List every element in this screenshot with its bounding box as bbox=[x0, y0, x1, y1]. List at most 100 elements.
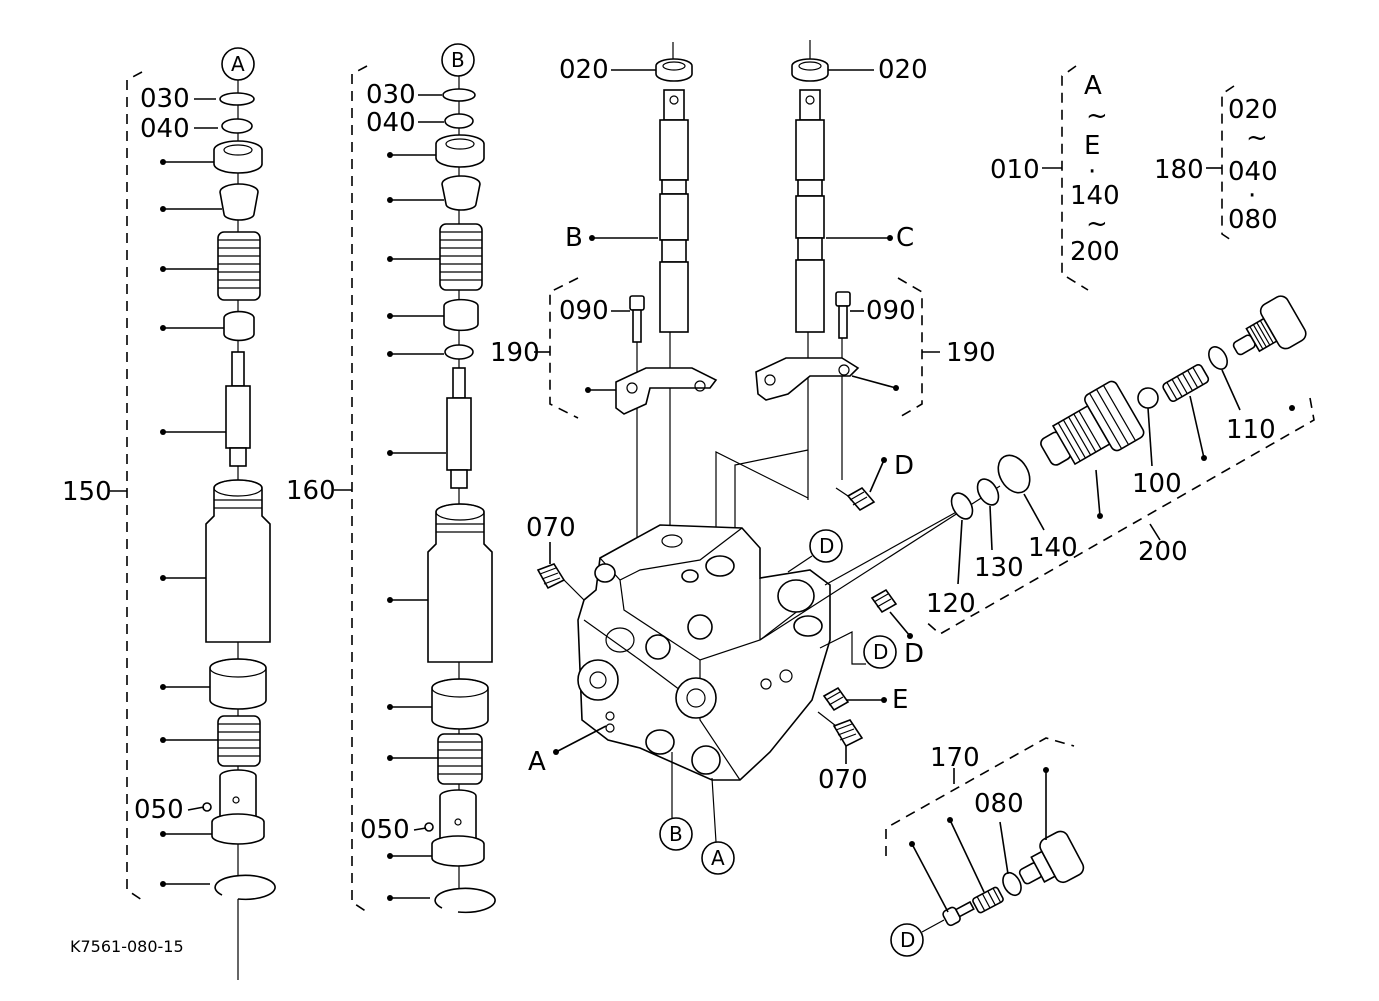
spring-lower-mid bbox=[437, 733, 483, 785]
label-150: 150 bbox=[62, 477, 112, 507]
callout-d-bottom-text: D bbox=[900, 928, 915, 952]
label-040-mid: 040 bbox=[366, 108, 416, 138]
plug-e bbox=[822, 686, 850, 712]
callout-b-bottom bbox=[659, 817, 693, 851]
callout-a-bottom-text: A bbox=[711, 846, 725, 870]
poppet-d bbox=[942, 900, 975, 927]
label-180: 180 bbox=[1154, 155, 1204, 185]
legend-180-line1: 020 bbox=[1228, 95, 1278, 125]
assembly-150: 150 A 030 040 bbox=[62, 47, 276, 980]
ring-040-mid bbox=[444, 113, 474, 129]
valve-body bbox=[577, 524, 831, 781]
legend-010: 010 A ~ E · 140 ~ 200 bbox=[990, 65, 1120, 291]
spring-seat-mid bbox=[441, 175, 481, 211]
drawing-id: K7561-080-15 bbox=[70, 937, 184, 956]
plug-d-upper bbox=[846, 486, 876, 512]
legend-010-line4: 200 bbox=[1070, 237, 1120, 267]
label-090-left: 090 bbox=[559, 296, 609, 326]
assembly-200: 200 120 130 140 100 bbox=[923, 295, 1315, 635]
label-100: 100 bbox=[1132, 469, 1182, 499]
legend-180: 180 020 ~ 040 · 080 bbox=[1154, 85, 1278, 243]
callout-d-right-text: D bbox=[873, 640, 888, 664]
spool-mid bbox=[446, 367, 472, 489]
label-030-left: 030 bbox=[140, 84, 190, 114]
callout-d-mid bbox=[809, 529, 843, 563]
assembly-160: 160 B 030 040 bbox=[286, 43, 496, 914]
label-080: 080 bbox=[974, 789, 1024, 819]
oring-030-left bbox=[219, 92, 255, 106]
ring-130 bbox=[976, 478, 1000, 506]
label-a-lower: A bbox=[528, 747, 546, 777]
end-cap-left bbox=[211, 769, 265, 845]
callout-b-top-text: B bbox=[451, 48, 465, 72]
ring-040-left bbox=[221, 118, 253, 134]
callout-d-mid-text: D bbox=[819, 534, 834, 558]
label-020-left: 020 bbox=[559, 55, 609, 85]
legend-180-tilde: ~ bbox=[1246, 123, 1268, 153]
legend-010-line3: 140 bbox=[1070, 181, 1120, 211]
spring-seat-left bbox=[219, 183, 259, 221]
label-020-right: 020 bbox=[878, 55, 928, 85]
snap-ring-left bbox=[214, 874, 276, 901]
oring-140 bbox=[997, 454, 1031, 494]
relief-valve-cartridge bbox=[1040, 380, 1145, 466]
washer-left bbox=[213, 140, 263, 174]
label-010: 010 bbox=[990, 155, 1040, 185]
relief-spring bbox=[1162, 364, 1210, 402]
legend-180-line2: 040 bbox=[1228, 157, 1278, 187]
label-070-top: 070 bbox=[526, 513, 576, 543]
collar-mid bbox=[443, 298, 479, 332]
callout-d-right bbox=[863, 635, 897, 669]
assembly-190-right: 190 090 bbox=[755, 277, 996, 480]
label-c-spool: C bbox=[896, 223, 914, 253]
label-d-upper: D bbox=[894, 451, 914, 481]
snap-ring-mid bbox=[434, 887, 496, 914]
label-b-spool: B bbox=[565, 223, 583, 253]
spring-upper-left bbox=[217, 231, 261, 301]
label-d-right: D bbox=[904, 639, 924, 669]
legend-010-line2: E bbox=[1084, 131, 1100, 161]
label-160: 160 bbox=[286, 476, 336, 506]
assembly-170: 170 D 080 bbox=[885, 737, 1085, 957]
spool-b bbox=[659, 89, 689, 333]
label-170: 170 bbox=[930, 743, 980, 773]
legend-010-tilde1: ~ bbox=[1086, 101, 1108, 131]
label-120: 120 bbox=[926, 589, 976, 619]
label-050-left: 050 bbox=[134, 795, 184, 825]
ring-120 bbox=[950, 492, 974, 520]
bolt-090-right bbox=[835, 291, 851, 339]
relief-plug bbox=[1232, 295, 1307, 356]
label-110: 110 bbox=[1226, 415, 1276, 445]
bracket-left bbox=[615, 367, 718, 415]
spool-c bbox=[795, 89, 825, 333]
cylinder-mid bbox=[427, 503, 493, 663]
label-070-bottom: 070 bbox=[818, 765, 868, 795]
ball-100 bbox=[1137, 387, 1159, 409]
spool-b-assembly: 020 B bbox=[559, 42, 693, 545]
callout-a-top-text: A bbox=[231, 52, 245, 76]
label-040-left: 040 bbox=[140, 114, 190, 144]
assembly-190-left: 190 090 bbox=[490, 277, 718, 545]
spring-upper-mid bbox=[439, 223, 483, 291]
spring-lower-left bbox=[217, 715, 261, 767]
callout-d-bottom bbox=[890, 923, 924, 957]
spool-c-assembly: 020 C bbox=[791, 40, 928, 500]
label-e: E bbox=[892, 685, 908, 715]
sleeve-left bbox=[209, 658, 267, 710]
washer-small-mid bbox=[444, 344, 474, 360]
oring-030-mid bbox=[442, 88, 476, 102]
oring-110 bbox=[1208, 346, 1228, 370]
spool-left bbox=[225, 351, 251, 467]
legend-010-line1: A bbox=[1084, 71, 1102, 101]
legend-010-tilde2: ~ bbox=[1086, 209, 1108, 239]
cylinder-left bbox=[205, 479, 271, 643]
label-140: 140 bbox=[1028, 533, 1078, 563]
plug-d-right bbox=[870, 588, 898, 614]
bracket-right bbox=[755, 357, 860, 401]
spring-170 bbox=[972, 886, 1004, 914]
label-050-mid: 050 bbox=[360, 815, 410, 845]
callout-b-top bbox=[441, 43, 475, 77]
plug-070-bottom bbox=[832, 719, 864, 748]
sleeve-mid bbox=[431, 678, 489, 730]
label-130: 130 bbox=[974, 553, 1024, 583]
